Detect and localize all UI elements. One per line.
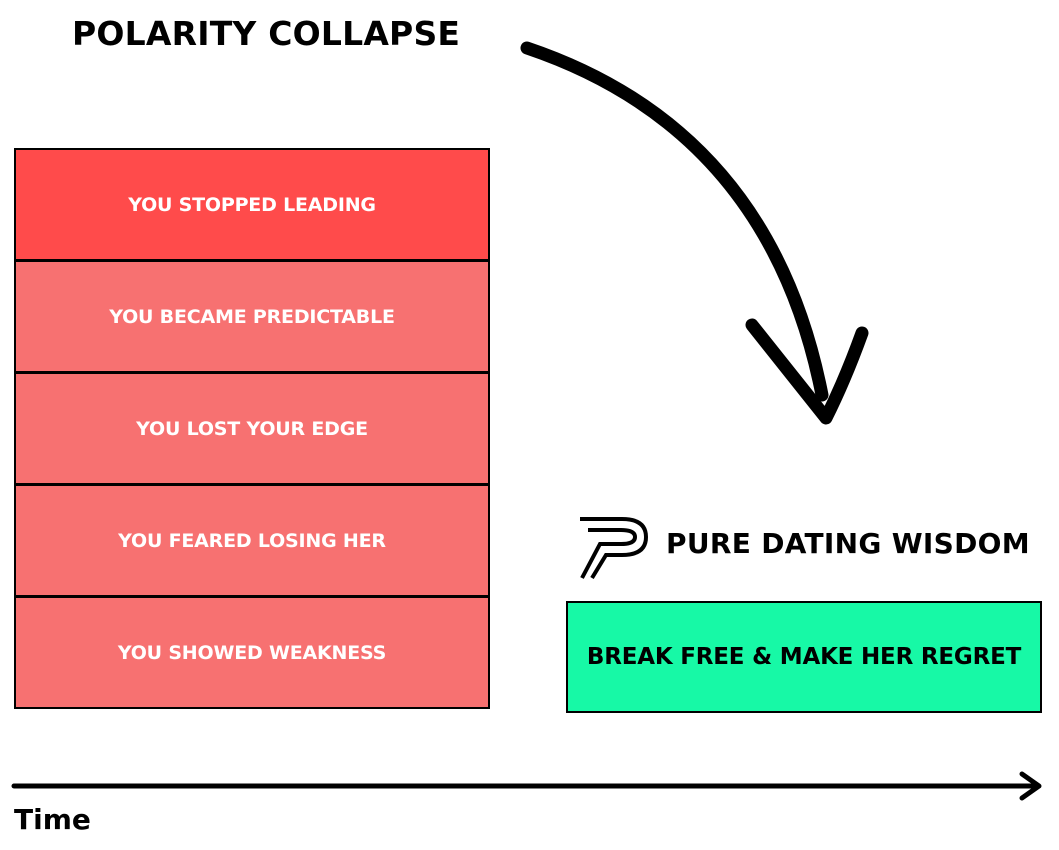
time-axis-label: Time bbox=[14, 803, 91, 836]
curved-down-arrow-icon bbox=[520, 41, 869, 425]
stack-item-became-predictable: YOU BECAME PREDICTABLE bbox=[14, 260, 490, 373]
collapse-stack: YOU STOPPED LEADING YOU BECAME PREDICTAB… bbox=[14, 148, 490, 709]
stack-item-label: YOU SHOWED WEAKNESS bbox=[117, 641, 387, 664]
pure-dating-wisdom-logo-icon bbox=[580, 517, 649, 580]
break-free-label: BREAK FREE & MAKE HER REGRET bbox=[586, 644, 1022, 670]
brand-name: PURE DATING WISDOM bbox=[666, 526, 1030, 560]
stack-item-label: YOU BECAME PREDICTABLE bbox=[109, 305, 395, 328]
stack-item-lost-edge: YOU LOST YOUR EDGE bbox=[14, 372, 490, 485]
stack-item-label: YOU LOST YOUR EDGE bbox=[136, 417, 368, 440]
break-free-box: BREAK FREE & MAKE HER REGRET bbox=[566, 601, 1042, 713]
diagram-title: POLARITY COLLAPSE bbox=[72, 14, 461, 53]
stack-item-label: YOU STOPPED LEADING bbox=[128, 193, 376, 216]
brand: PURE DATING WISDOM bbox=[578, 506, 1030, 580]
right-arrow-icon bbox=[1019, 771, 1042, 801]
time-axis-arrow bbox=[11, 771, 1042, 801]
stack-item-label: YOU FEARED LOSING HER bbox=[118, 529, 386, 552]
stack-item-stopped-leading: YOU STOPPED LEADING bbox=[14, 148, 490, 261]
stack-item-showed-weakness: YOU SHOWED WEAKNESS bbox=[14, 596, 490, 709]
stack-item-feared-losing: YOU FEARED LOSING HER bbox=[14, 484, 490, 597]
